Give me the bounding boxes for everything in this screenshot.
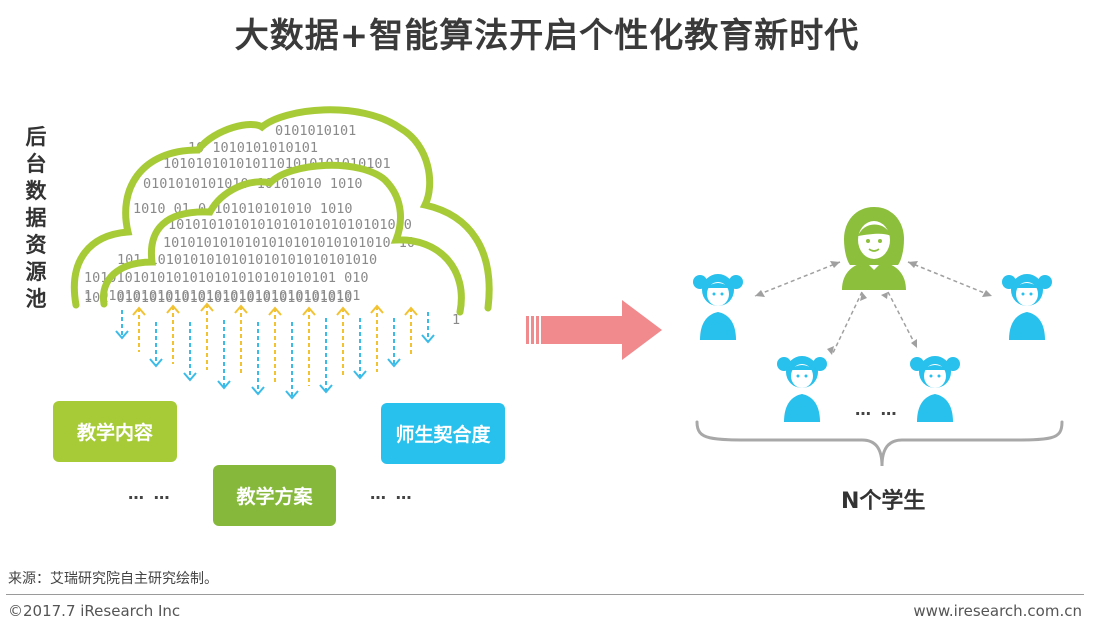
students-caption: N个学生 bbox=[841, 483, 925, 515]
ellipsis-left: … … bbox=[128, 484, 172, 503]
ellipsis-students: … … bbox=[855, 400, 899, 419]
binary-row: 1010 01 0 101010101010 1010 bbox=[133, 201, 352, 217]
students-brace bbox=[697, 422, 1062, 466]
binary-row: 1010101010101010101010101010 10 bbox=[163, 235, 415, 251]
transfer-arrow bbox=[526, 300, 662, 360]
transfer-arrow-stripe bbox=[526, 316, 529, 344]
link-right bbox=[908, 262, 992, 296]
teaching-content-box: 教学内容 bbox=[53, 401, 177, 462]
binary-row: 101 01010101010101010101010101010 bbox=[84, 290, 352, 306]
arrowhead bbox=[830, 261, 840, 268]
data-flow-arrows bbox=[116, 304, 434, 398]
arrowhead bbox=[755, 290, 765, 297]
binary-row: 0101010101 bbox=[275, 123, 356, 139]
teacher-student-fit-box: 师生契合度 bbox=[381, 403, 505, 464]
source-note: 来源：艾瑞研究院自主研究绘制。 bbox=[8, 568, 218, 588]
website-link[interactable]: www.iresearch.com.cn bbox=[913, 602, 1082, 620]
footer-divider bbox=[6, 594, 1084, 595]
transfer-arrow-stripe bbox=[536, 316, 539, 344]
binary-row: 101 1010101010101010101010101010 bbox=[117, 252, 377, 268]
arrowhead bbox=[908, 261, 918, 268]
student-icon bbox=[910, 356, 960, 422]
link-mid-right bbox=[888, 292, 917, 348]
student-icon bbox=[777, 356, 827, 422]
teacher-icon bbox=[842, 207, 906, 290]
teaching-plan-box: 教学方案 bbox=[213, 465, 336, 526]
copyright: ©2017.7 iResearch Inc bbox=[8, 602, 180, 620]
binary-row: 101010101010101010101010101010 bbox=[168, 217, 412, 233]
binary-data-text: 0101010101 10 1010101010101 101010101010… bbox=[84, 123, 460, 328]
transfer-arrow-body bbox=[541, 300, 662, 360]
student-icon bbox=[1002, 274, 1052, 340]
link-left bbox=[755, 262, 840, 296]
arrowhead bbox=[881, 292, 888, 299]
arrowhead bbox=[911, 339, 917, 348]
arrowhead bbox=[827, 346, 834, 355]
ellipsis-right: … … bbox=[370, 484, 414, 503]
student-icon bbox=[693, 274, 743, 340]
binary-row: 1010101010101010101010101010101 010 bbox=[84, 270, 368, 286]
link-mid-left bbox=[832, 292, 862, 355]
transfer-arrow-stripe bbox=[531, 316, 534, 344]
arrowhead bbox=[982, 290, 992, 297]
